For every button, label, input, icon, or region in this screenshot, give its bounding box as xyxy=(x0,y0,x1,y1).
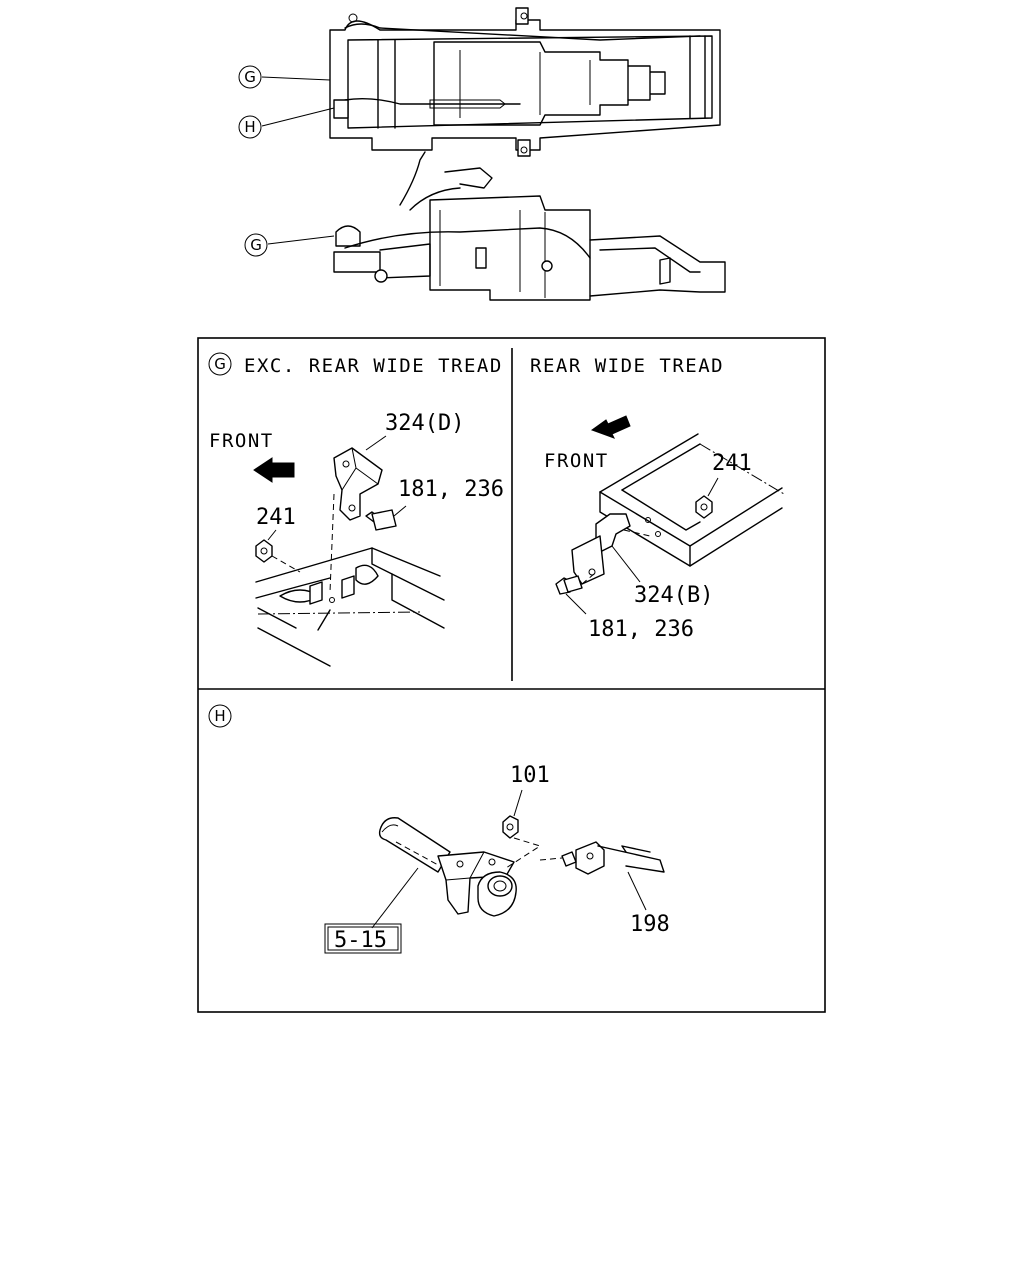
panel-g-left: G EXC. REAR WIDE TREAD FRONT xyxy=(208,352,504,667)
front-arrow-icon xyxy=(590,415,631,439)
part-label-324b: 324(B) xyxy=(634,583,713,608)
front-arrow-icon xyxy=(253,457,295,483)
callout-g-top: G xyxy=(238,65,262,89)
panel-g-right-title: REAR WIDE TREAD xyxy=(530,355,724,377)
callout-h-top: H xyxy=(238,115,262,139)
part-label-5-15: 5-15 xyxy=(334,928,387,953)
part-label-241-right: 241 xyxy=(712,451,752,476)
svg-text:H: H xyxy=(244,118,255,136)
panel-g-right: REAR WIDE TREAD FRONT 241 324(B) 181, xyxy=(530,355,785,642)
part-label-198: 198 xyxy=(630,912,670,937)
marker-g: G xyxy=(214,355,226,373)
svg-text:G: G xyxy=(250,236,262,254)
front-label-right: FRONT xyxy=(544,450,609,472)
detail-frame xyxy=(197,337,826,1013)
part-label-181-236-right: 181, 236 xyxy=(588,617,694,642)
svg-text:G: G xyxy=(244,68,256,86)
panel-g-left-title: EXC. REAR WIDE TREAD xyxy=(244,355,503,377)
front-label-left: FRONT xyxy=(209,430,274,452)
ref-box-5-15 xyxy=(324,923,402,954)
part-label-241-left: 241 xyxy=(256,505,296,530)
part-label-101: 101 xyxy=(510,763,550,788)
panel-h: H 101 198 5-15 xyxy=(208,704,670,954)
marker-g-circle xyxy=(208,352,232,376)
callout-g-side: G xyxy=(244,233,268,257)
marker-h: H xyxy=(214,707,225,725)
part-label-324d: 324(D) xyxy=(385,411,464,436)
frame-top-view xyxy=(329,7,721,157)
frame-side-view xyxy=(333,151,726,301)
marker-h-circle xyxy=(208,704,232,728)
part-label-181-236-left: 181, 236 xyxy=(398,477,504,502)
